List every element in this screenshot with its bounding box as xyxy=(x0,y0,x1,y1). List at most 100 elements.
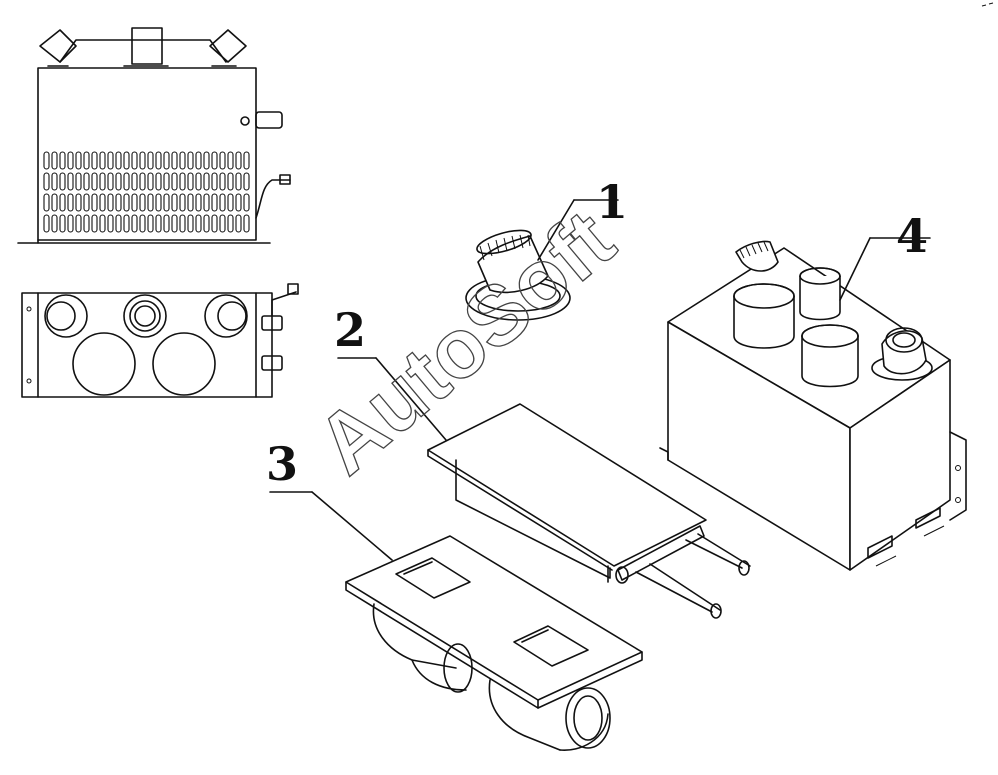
vent-slot xyxy=(227,214,234,233)
vent-slot xyxy=(155,193,162,212)
vent-slot xyxy=(99,151,106,170)
vent-slot xyxy=(115,214,122,233)
vent-slot xyxy=(163,151,170,170)
vent-slot xyxy=(163,193,170,212)
vent-slot xyxy=(83,193,90,212)
vent-slot xyxy=(139,151,146,170)
vent-slot xyxy=(243,214,250,233)
vent-slot xyxy=(115,172,122,191)
vent-slot xyxy=(219,193,226,212)
vent-slot xyxy=(203,151,210,170)
vent-slot xyxy=(219,172,226,191)
vent-slot xyxy=(171,214,178,233)
vent-slot xyxy=(203,193,210,212)
vent-slot xyxy=(99,172,106,191)
vent-slot xyxy=(51,214,58,233)
vent-slot xyxy=(67,172,74,191)
vent-slot xyxy=(43,193,50,212)
vent-slot xyxy=(179,193,186,212)
corner-mark xyxy=(981,2,994,7)
heater-box-part xyxy=(659,237,967,571)
vent-slot xyxy=(235,193,242,212)
vent-slot xyxy=(139,214,146,233)
vent-slot xyxy=(75,214,82,233)
vent-slot xyxy=(107,193,114,212)
vent-slot xyxy=(131,172,138,191)
callout-4: 4 xyxy=(896,209,928,263)
vent-slot xyxy=(235,151,242,170)
vent-slot xyxy=(147,151,154,170)
vent-slot xyxy=(51,151,58,170)
vent-slot xyxy=(83,151,90,170)
vent-slot xyxy=(147,214,154,233)
callout-3: 3 xyxy=(266,437,298,491)
vent-slot xyxy=(219,151,226,170)
vent-slot xyxy=(91,214,98,233)
vent-slot xyxy=(195,193,202,212)
vent-slot xyxy=(243,193,250,212)
heater-front-view xyxy=(17,27,291,244)
vent-slot xyxy=(59,172,66,191)
vent-slot xyxy=(131,193,138,212)
blower-part xyxy=(269,491,643,751)
elbow-nozzle-part xyxy=(465,199,619,321)
vent-slot xyxy=(203,172,210,191)
vent-slot xyxy=(131,214,138,233)
vent-slot xyxy=(99,214,106,233)
vent-slot xyxy=(171,172,178,191)
vent-slot xyxy=(51,193,58,212)
vent-slot xyxy=(107,151,114,170)
vent-slot xyxy=(75,172,82,191)
vent-slot xyxy=(123,214,130,233)
vent-slot xyxy=(219,214,226,233)
callout-1: 1 xyxy=(596,175,628,229)
vent-slot xyxy=(243,151,250,170)
vent-slot xyxy=(147,172,154,191)
vent-slot xyxy=(107,172,114,191)
vent-slot xyxy=(75,193,82,212)
vent-slot xyxy=(187,172,194,191)
vent-slot xyxy=(83,214,90,233)
vent-slot xyxy=(43,214,50,233)
vent-slot xyxy=(59,151,66,170)
vent-slot xyxy=(155,214,162,233)
vent-slot xyxy=(203,214,210,233)
vent-slot xyxy=(51,172,58,191)
vent-slot xyxy=(123,151,130,170)
vent-slot xyxy=(43,151,50,170)
vent-slot xyxy=(171,151,178,170)
vent-slot xyxy=(179,214,186,233)
vent-slot xyxy=(211,151,218,170)
vent-slot xyxy=(243,172,250,191)
vent-slot xyxy=(195,214,202,233)
vent-slot xyxy=(123,172,130,191)
vent-slot xyxy=(91,193,98,212)
vent-slot xyxy=(195,172,202,191)
vent-slot xyxy=(155,172,162,191)
vent-slot xyxy=(155,151,162,170)
vent-slot xyxy=(187,193,194,212)
vent-slot xyxy=(123,193,130,212)
vent-slot xyxy=(179,172,186,191)
callout-2: 2 xyxy=(334,303,366,357)
vent-slot xyxy=(163,172,170,191)
vent-slot xyxy=(67,151,74,170)
vent-slot xyxy=(115,151,122,170)
vent-slot xyxy=(91,172,98,191)
vent-slot xyxy=(99,193,106,212)
vent-slot xyxy=(67,214,74,233)
vent-slot xyxy=(139,172,146,191)
vent-slot xyxy=(43,172,50,191)
vent-slot xyxy=(179,151,186,170)
vent-slot xyxy=(187,214,194,233)
vent-slot xyxy=(235,214,242,233)
vent-slot xyxy=(187,151,194,170)
heater-top-view xyxy=(21,283,299,398)
vent-slot xyxy=(235,172,242,191)
vent-slot xyxy=(139,193,146,212)
vent-slot xyxy=(59,214,66,233)
vent-slot xyxy=(107,214,114,233)
vent-slot xyxy=(147,193,154,212)
vent-slot xyxy=(211,193,218,212)
